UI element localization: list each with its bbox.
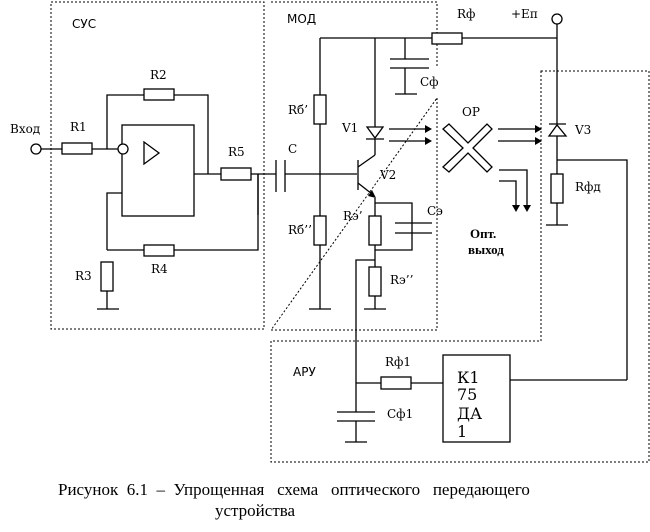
resistor-r5: [220, 167, 252, 181]
cf-label: Cф: [420, 75, 439, 89]
figure-caption-line2: устройства: [215, 501, 296, 520]
chip-label-line4: 1: [457, 422, 467, 441]
supply-label: +Eп: [511, 7, 538, 21]
light-arrow-icon: [535, 137, 542, 145]
or-label: ОР: [462, 105, 480, 119]
opamp-triangle-icon: [143, 140, 161, 166]
chip-label-line3: ДА: [457, 404, 482, 423]
resistor-rf1: [380, 376, 412, 390]
resistor-r1: [61, 142, 93, 155]
resistor-rf: [431, 32, 463, 45]
rfd-label: Rфд: [575, 180, 601, 194]
mod-block-outline: [270, 1, 438, 331]
rb2-label: Rб’’: [288, 223, 312, 237]
v1-label: V1: [341, 121, 358, 135]
resistor-r4: [143, 244, 175, 257]
ce-label: Cэ: [427, 204, 443, 218]
opamp-inverting-input: [117, 143, 129, 155]
optical-splitter: [442, 123, 493, 173]
rf-label: Rф: [457, 7, 475, 21]
input-terminal: [30, 143, 42, 155]
optical-output-arrow-icon: [523, 205, 531, 212]
re1-label: Rэ’: [343, 209, 363, 223]
r1-label: R1: [70, 120, 87, 134]
optical-output-arrow-icon: [512, 205, 520, 212]
optical-output-label-line2: выход: [468, 242, 504, 257]
chip-label-line2: 75: [457, 385, 477, 404]
input-label: Вход: [10, 122, 40, 136]
c-label: C: [288, 142, 297, 156]
rf1-label: Rф1: [385, 355, 411, 369]
light-arrow-icon: [425, 137, 432, 145]
led-v1: [365, 126, 385, 140]
chip-k175da1: [442, 354, 511, 443]
resistor-r3: [100, 261, 114, 292]
resistor-rb1: [313, 94, 327, 125]
sus-block-title: СУС: [72, 17, 96, 31]
chip-label-line1: К1: [457, 368, 480, 387]
emitter-arrow-icon: [368, 190, 376, 198]
resistor-re2: [368, 266, 382, 297]
supply-terminal: [551, 13, 563, 25]
resistor-r2: [143, 88, 175, 101]
opamp: [121, 124, 195, 217]
light-arrow-icon: [425, 125, 432, 133]
r2-label: R2: [150, 68, 167, 82]
re2-label: Rэ’’: [390, 273, 413, 287]
resistor-re1: [368, 215, 382, 246]
resistor-rfd: [550, 173, 564, 204]
rb1-label: Rб’: [288, 103, 308, 117]
v3-label: V3: [574, 123, 591, 137]
cf1-label: Cф1: [387, 407, 413, 421]
photodiode-v3: [547, 123, 568, 137]
sus-block-outline: [50, 1, 265, 330]
aru-photodetector-block-outline: [270, 70, 650, 463]
figure-caption-line1: Рисунок 6.1 – Упрощенная схема оптическо…: [58, 480, 530, 499]
mod-block-title: МОД: [287, 12, 316, 26]
optical-output-label-line1: Опт.: [470, 226, 496, 241]
r4-label: R4: [151, 262, 168, 276]
r3-label: R3: [75, 269, 92, 283]
light-arrow-icon: [535, 125, 542, 133]
aru-block-title: АРУ: [293, 365, 316, 379]
v2-label: V2: [379, 168, 396, 182]
r5-label: R5: [228, 145, 245, 159]
resistor-rb2: [313, 215, 327, 246]
